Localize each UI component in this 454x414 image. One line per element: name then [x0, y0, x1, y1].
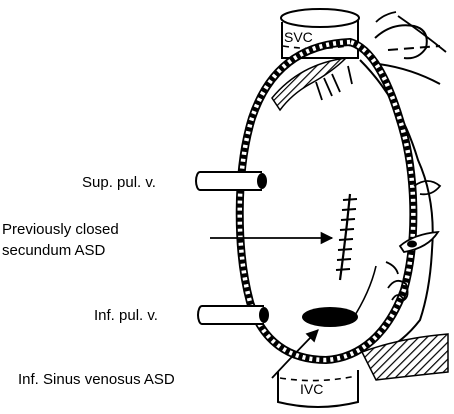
svc-label: SVC: [284, 29, 313, 45]
closed-asd-suture: [336, 194, 357, 280]
sup-pul-v-label: Sup. pul. v.: [82, 174, 156, 191]
arrow-sinus-venosus: [272, 330, 318, 378]
inf-pul-v-label: Inf. pul. v.: [94, 307, 158, 324]
prev-closed-label-1: Previously closed: [2, 221, 119, 238]
sinus-venosus-asd: [302, 307, 358, 327]
sup-pul-vein: [196, 172, 267, 190]
prev-closed-label-2: secundum ASD: [2, 242, 106, 259]
ivc-label: IVC: [300, 381, 323, 397]
right-side-structures: [352, 181, 440, 320]
inf-pul-vein: [198, 306, 269, 324]
inf-sinus-venosus-label: Inf. Sinus venosus ASD: [18, 371, 175, 388]
